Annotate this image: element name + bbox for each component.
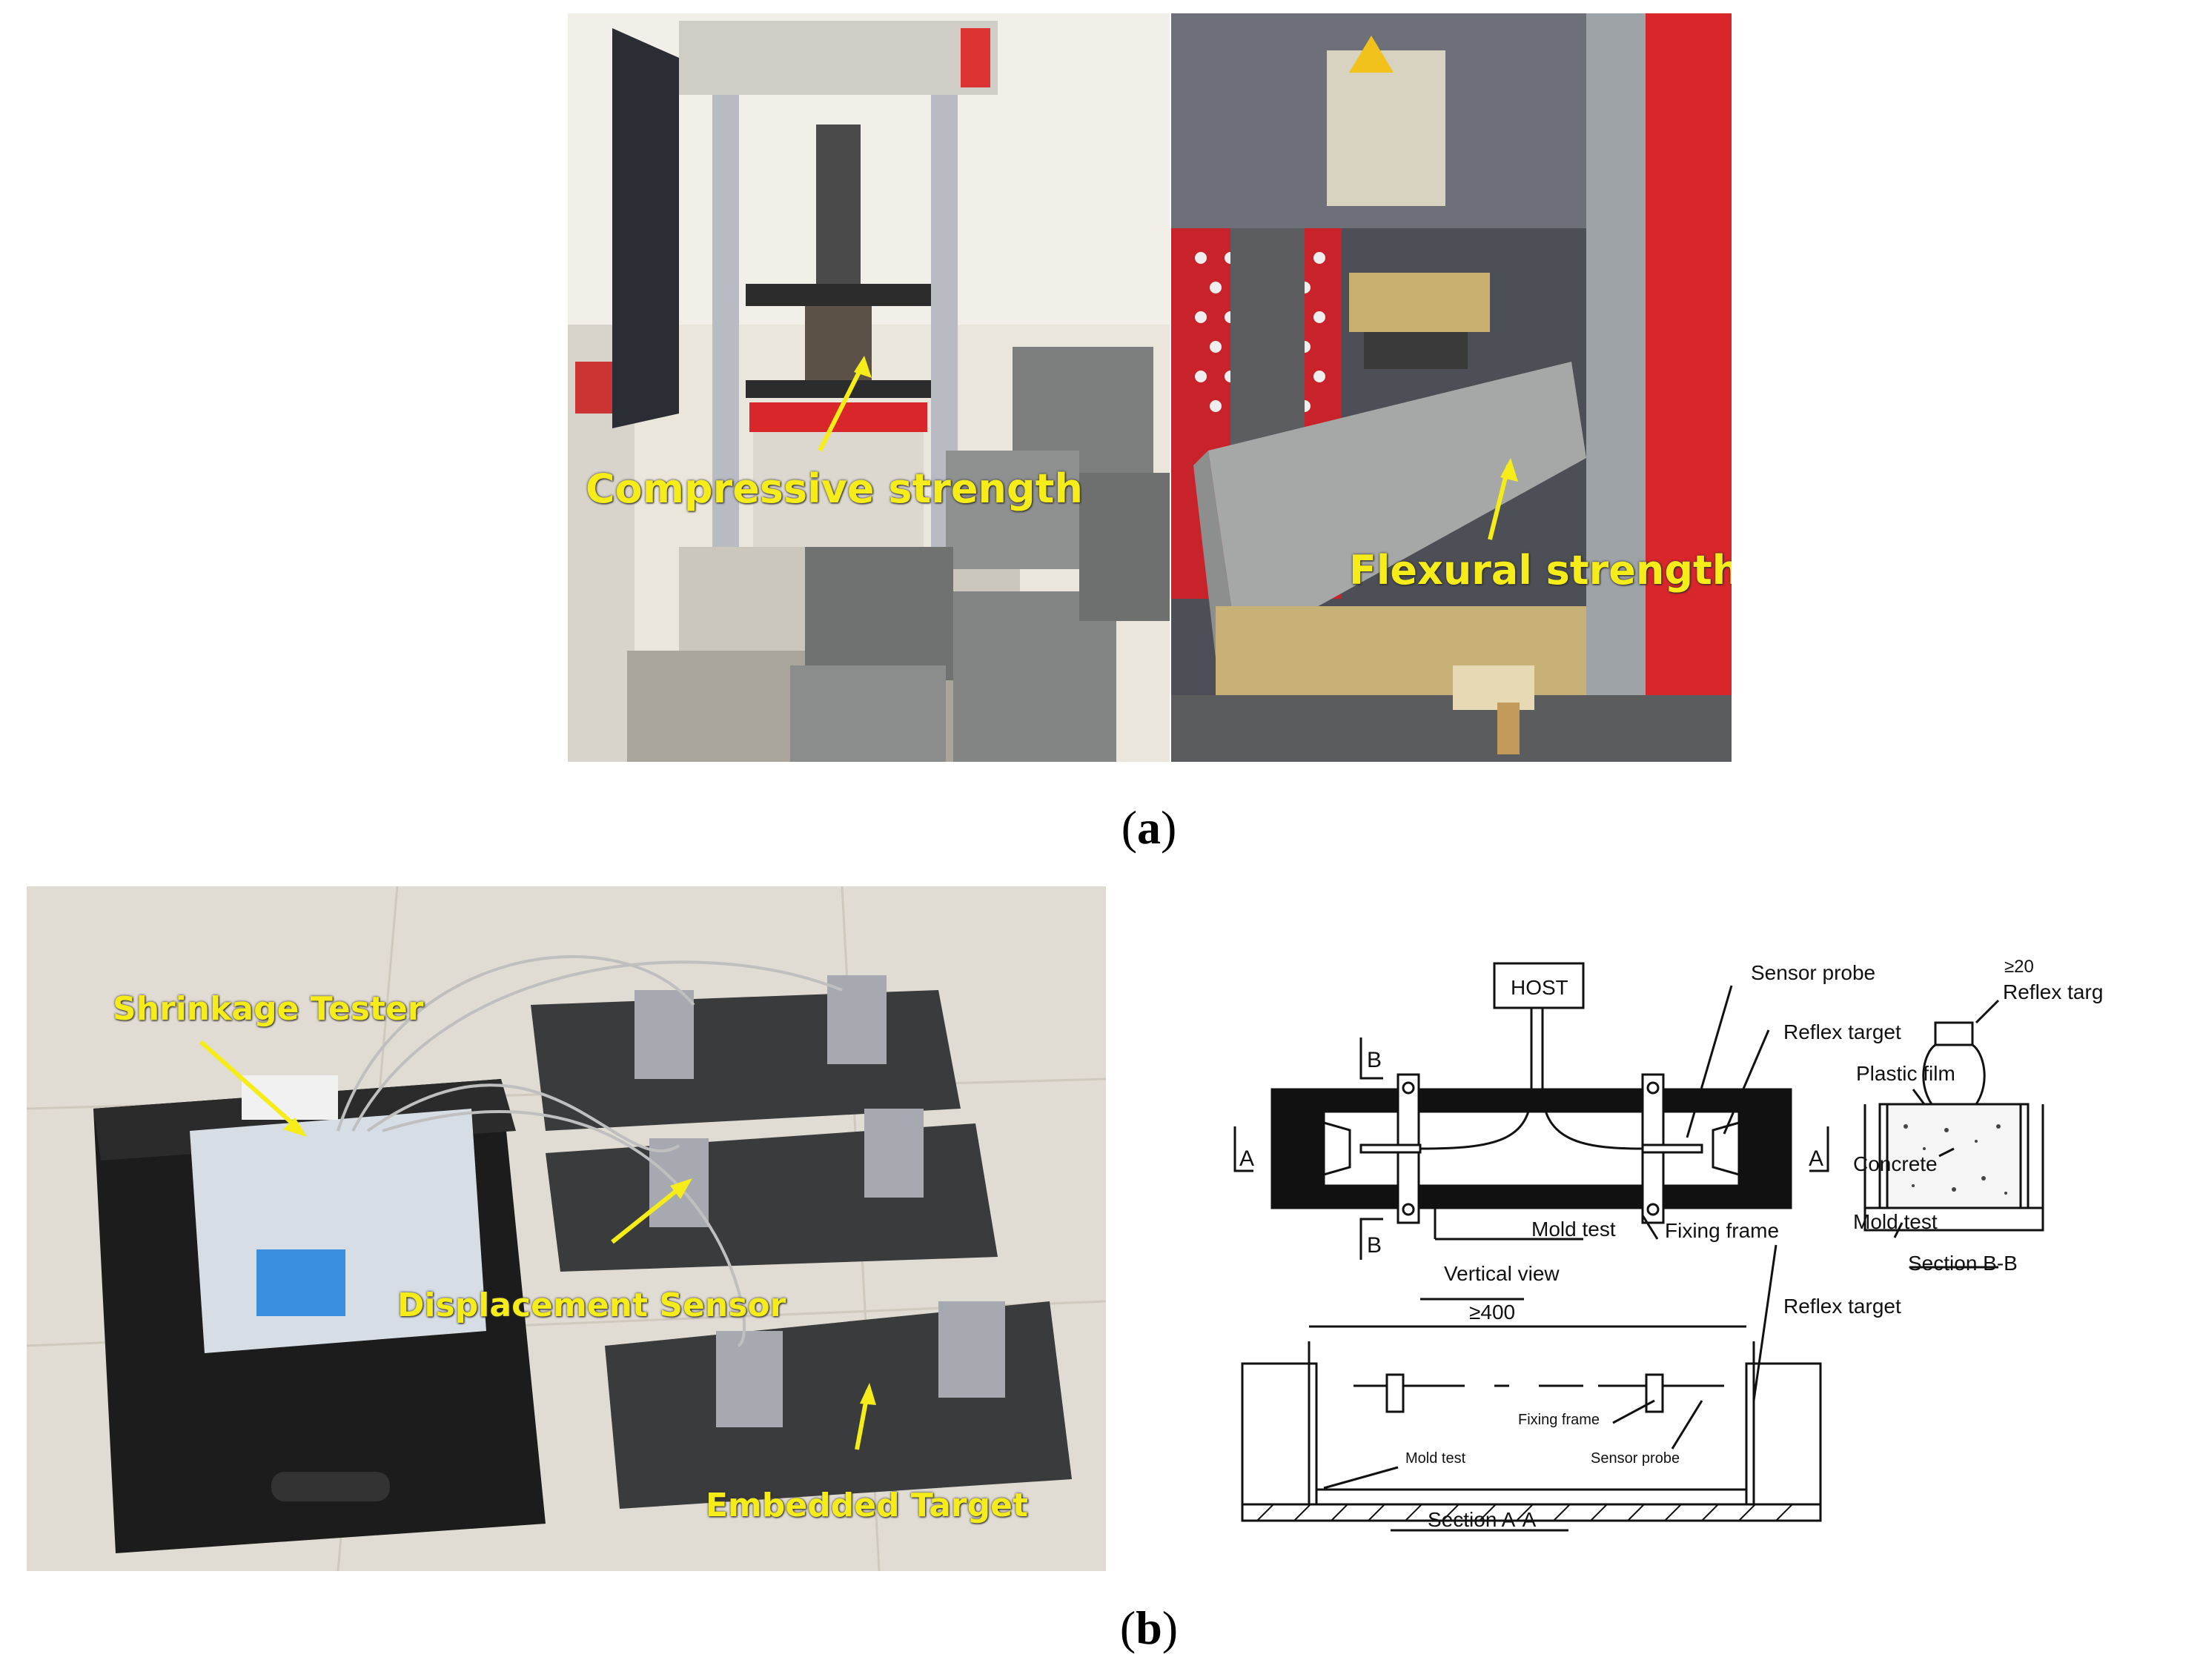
shrinkage-tester-label: Shrinkage Tester xyxy=(113,990,424,1028)
caption-a: (a) xyxy=(1121,801,1177,854)
caption-b: (b) xyxy=(1119,1601,1179,1654)
bb-concrete-label: Concrete xyxy=(1853,1152,1938,1175)
photo-compressive-test: Compressive strength xyxy=(568,13,1170,762)
marker-a-right: A xyxy=(1809,1146,1823,1171)
photo-flexural-test: Flexural strength xyxy=(1171,13,1732,762)
displacement-sensor-label: Displacement Sensor xyxy=(397,1286,786,1324)
bb-mold-test-label: Mold test xyxy=(1853,1210,1938,1233)
aa-mold-test-label: Mold test xyxy=(1405,1450,1466,1467)
host-label: HOST xyxy=(1511,976,1568,999)
dimension-400-label: ≥400 xyxy=(1469,1301,1515,1324)
aa-fixing-frame-label: Fixing frame xyxy=(1518,1412,1600,1428)
marker-b-top: B xyxy=(1367,1048,1382,1072)
mold-test-label: Mold test xyxy=(1531,1218,1616,1241)
marker-b-bottom: B xyxy=(1367,1233,1382,1258)
shrinkage-setup-diagram: HOST Sensor probe Reflex target B B A A … xyxy=(1213,956,2102,1549)
photo-shrinkage-test: Shrinkage Tester Displacement Sensor Emb… xyxy=(27,886,1106,1571)
sensor-probe-label: Sensor probe xyxy=(1751,961,1875,984)
marker-a-left: A xyxy=(1239,1146,1254,1171)
fixing-frame-label: Fixing frame xyxy=(1665,1219,1779,1242)
flexural-strength-label: Flexural strength xyxy=(1349,547,1732,594)
section-bb-label: Section B-B xyxy=(1908,1252,2018,1275)
bb-dim-20-label: ≥20 xyxy=(2004,957,2034,977)
reflex-target-label: Reflex target xyxy=(1783,1020,1901,1043)
bb-reflex-target-label: Reflex target xyxy=(2003,980,2102,1003)
aa-sensor-probe-label: Sensor probe xyxy=(1591,1450,1680,1467)
embedded-target-label: Embedded Target xyxy=(706,1487,1028,1524)
section-aa-label: Section A-A xyxy=(1428,1508,1537,1531)
aa-reflex-target-label: Reflex target xyxy=(1783,1295,1901,1318)
compressive-strength-label: Compressive strength xyxy=(586,465,1083,512)
vertical-view-label: Vertical view xyxy=(1444,1262,1560,1285)
bb-plastic-film-label: Plastic film xyxy=(1856,1062,1955,1085)
